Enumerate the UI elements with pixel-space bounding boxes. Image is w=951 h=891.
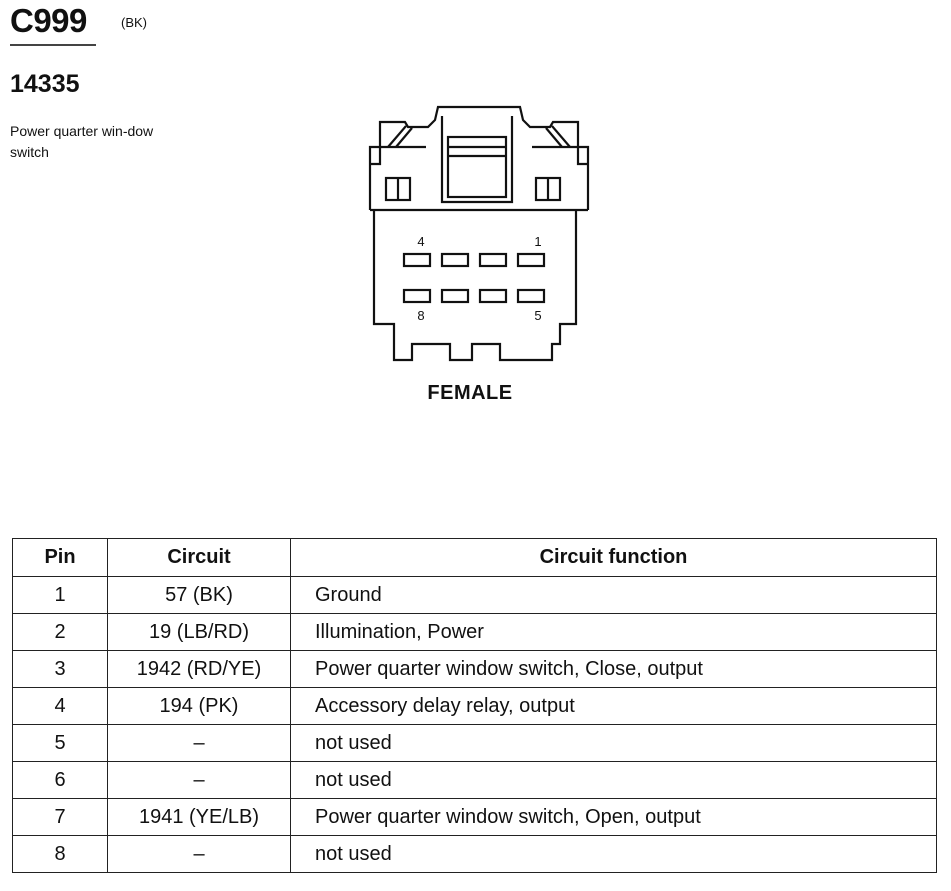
pin-cavity-6 [478,288,508,304]
pin-label-4: 4 [417,234,424,249]
table-header-row: Pin Circuit Circuit function [12,538,937,577]
header-pin: Pin [12,538,108,577]
pin-cavity-4 [402,252,432,268]
connector-id: C999 [10,2,87,39]
pin-cell: 1 [12,576,108,614]
table-row: 6–not used [12,761,937,799]
function-cell: not used [290,724,937,762]
pin-cavity-8 [402,288,432,304]
pin-label-1: 1 [534,234,541,249]
circuit-cell: 1941 (YE/LB) [107,798,291,836]
connector-gender-label: FEMALE [427,382,513,404]
circuit-cell: – [107,761,291,799]
header-circuit-function: Circuit function [290,538,937,577]
connector-latch-housing [368,105,590,210]
function-cell: Accessory delay relay, output [290,687,937,725]
pin-cell: 3 [12,650,108,688]
function-cell: not used [290,761,937,799]
pin-cell: 4 [12,687,108,725]
function-cell: not used [290,835,937,873]
function-cell: Power quarter window switch, Close, outp… [290,650,937,688]
connector-face-diagram: 4 1 8 5 [368,105,590,362]
pin-cell: 5 [12,724,108,762]
circuit-cell: 1942 (RD/YE) [107,650,291,688]
connector-body [372,210,578,362]
pin-cavity-1 [516,252,546,268]
function-cell: Illumination, Power [290,613,937,651]
pin-cavity-2 [478,252,508,268]
circuit-cell: 57 (BK) [107,576,291,614]
circuit-cell: 19 (LB/RD) [107,613,291,651]
connector-id-underline [10,44,96,46]
pin-cell: 2 [12,613,108,651]
latch-window [446,135,508,199]
table-row: 8–not used [12,835,937,873]
connector-description: Power quarter win-dow switch [10,123,154,160]
pin-cell: 8 [12,835,108,873]
pin-label-5: 5 [534,308,541,323]
pin-cavity-5 [516,288,546,304]
header-circuit: Circuit [107,538,291,577]
pin-cell: 7 [12,798,108,836]
table-row: 5–not used [12,724,937,762]
pin-cavity-3 [440,252,470,268]
pin-cell: 6 [12,761,108,799]
function-cell: Power quarter window switch, Open, outpu… [290,798,937,836]
pin-label-8: 8 [417,308,424,323]
connector-color-code: (BK) [121,15,147,30]
circuit-cell: – [107,724,291,762]
function-cell: Ground [290,576,937,614]
pin-cavity-7 [440,288,470,304]
circuit-cell: 194 (PK) [107,687,291,725]
circuit-cell: – [107,835,291,873]
part-number: 14335 [10,70,80,98]
